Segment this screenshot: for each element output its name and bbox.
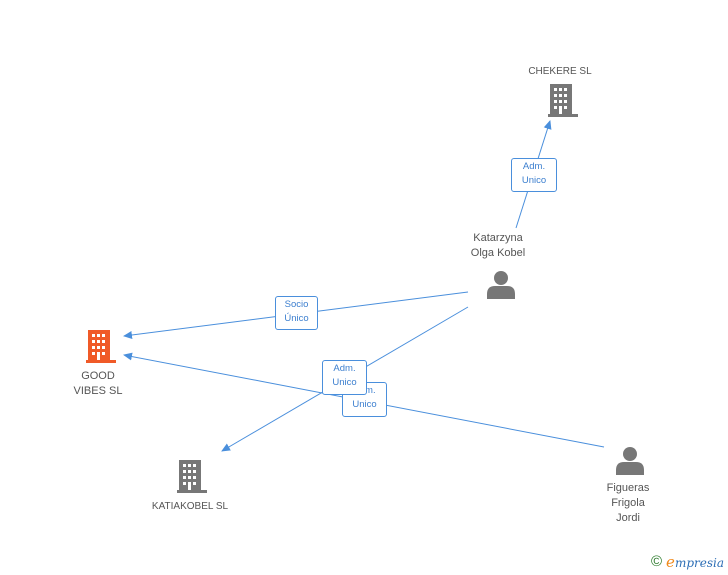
node-label-chekere[interactable]: CHEKERE SL (528, 66, 592, 77)
building-icon (548, 84, 578, 117)
person-icon (487, 271, 515, 299)
edge-label-socio-unico: Socio Único (275, 296, 318, 330)
edge-label-adm-chekere: Adm. Unico (511, 158, 557, 192)
brand-footer[interactable]: © empresia (651, 553, 724, 571)
empresia-logo: empresia (666, 553, 724, 571)
person-icon (616, 447, 644, 475)
node-label-katiakobel[interactable]: KATIAKOBEL SL (151, 501, 229, 512)
building-icon-highlight (86, 330, 116, 363)
node-label-figueras[interactable]: Figueras Frigola Jordi (606, 482, 650, 524)
building-icon (177, 460, 207, 493)
edge-label-adm-katiakobel: Adm. Unico (322, 360, 367, 395)
node-label-katarzyna[interactable]: Katarzyna Olga Kobel (470, 232, 526, 259)
copyright-icon: © (650, 553, 663, 570)
node-label-good-vibes[interactable]: GOOD VIBES SL (73, 370, 123, 397)
